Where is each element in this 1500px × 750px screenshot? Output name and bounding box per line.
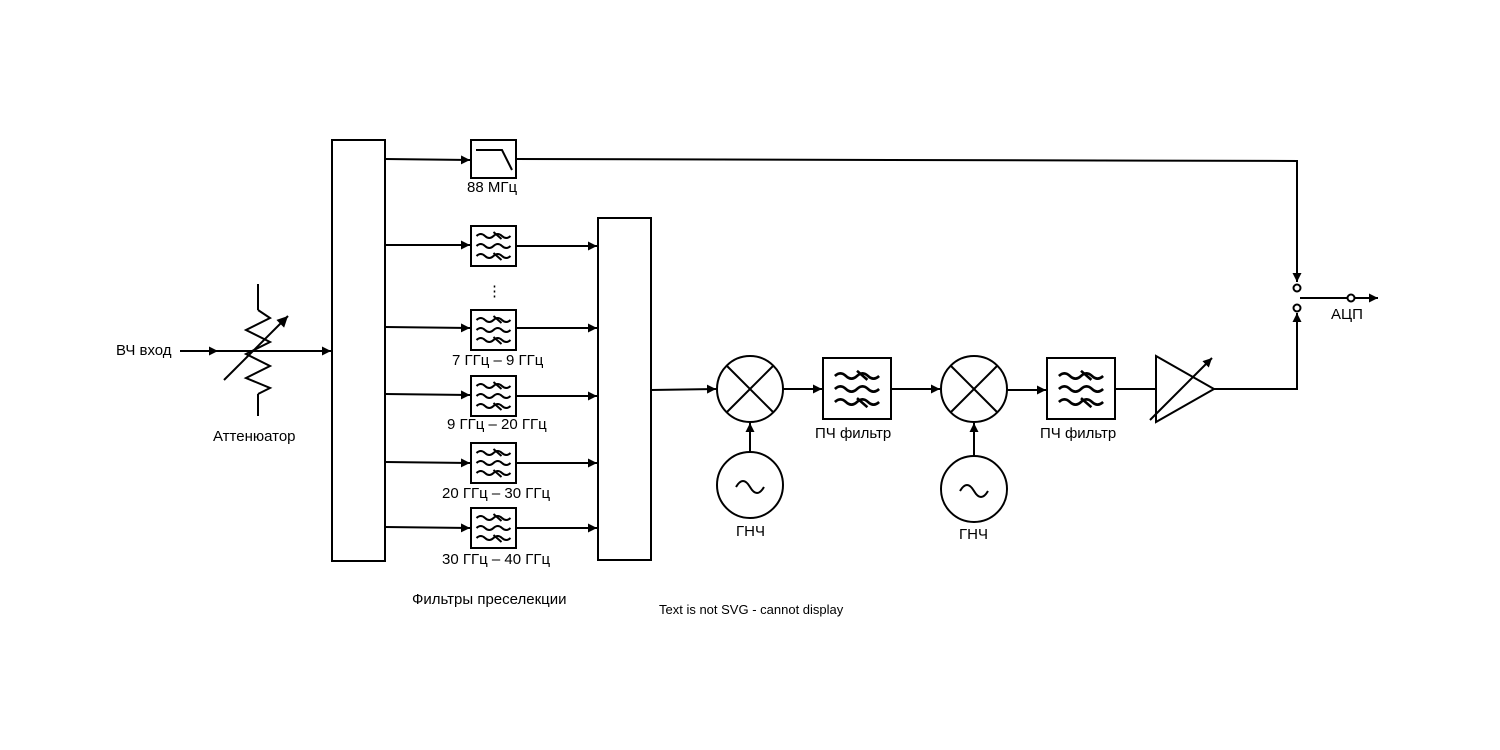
splitter-block: [331, 139, 386, 562]
bandpass-filter-icon: [822, 357, 892, 420]
preselection-label: Фильтры преселекции: [412, 591, 567, 608]
combiner-to-mixer1: [650, 384, 717, 394]
band-30-40-label: 30 ГГц – 40 ГГц: [442, 551, 550, 568]
lpf-88-label: 88 МГц: [467, 179, 517, 196]
if-filter2-label: ПЧ фильтр: [1040, 425, 1116, 442]
lowpass-filter-icon: [470, 139, 517, 179]
lpf-to-switch-line: [515, 158, 1302, 282]
lo1-label: ГНЧ: [736, 523, 765, 540]
adc-label: АЦП: [1331, 306, 1363, 323]
bandpass-filter-20-30: [384, 442, 597, 484]
svg-notice-text: Text is not SVG - cannot display: [659, 602, 844, 617]
bandpass-filter-top: [385, 225, 597, 267]
attenuator-icon: [223, 284, 289, 416]
lo2-label: ГНЧ: [959, 526, 988, 543]
switch-icon: [1292, 283, 1378, 313]
oscillator-icon: [940, 455, 1008, 523]
to-lpf-arrow: [384, 155, 471, 165]
bandpass-filter-30-40: [384, 507, 597, 549]
bandpass-filter-7-9: [384, 309, 597, 351]
attenuator-label: Аттенюатор: [213, 428, 296, 445]
oscillator-icon: [716, 451, 784, 519]
bandpass-filter-9-20: [384, 375, 597, 417]
band-9-20-label: 9 ГГц – 20 ГГц: [447, 416, 547, 433]
filters-ellipsis: ⋮: [487, 283, 502, 300]
if-filter1-label: ПЧ фильтр: [815, 425, 891, 442]
band-20-30-label: 20 ГГц – 30 ГГц: [442, 485, 550, 502]
band-7-9-label: 7 ГГц – 9 ГГц: [452, 352, 544, 369]
rf-input-label: ВЧ вход: [116, 342, 172, 359]
mixer-icon: [716, 355, 784, 423]
mixer-icon: [940, 355, 1008, 423]
amp-to-switch-line: [1214, 313, 1302, 390]
bandpass-filter-icon: [1046, 357, 1116, 420]
combiner-block: [597, 217, 652, 561]
variable-amplifier-icon: [1149, 354, 1217, 424]
